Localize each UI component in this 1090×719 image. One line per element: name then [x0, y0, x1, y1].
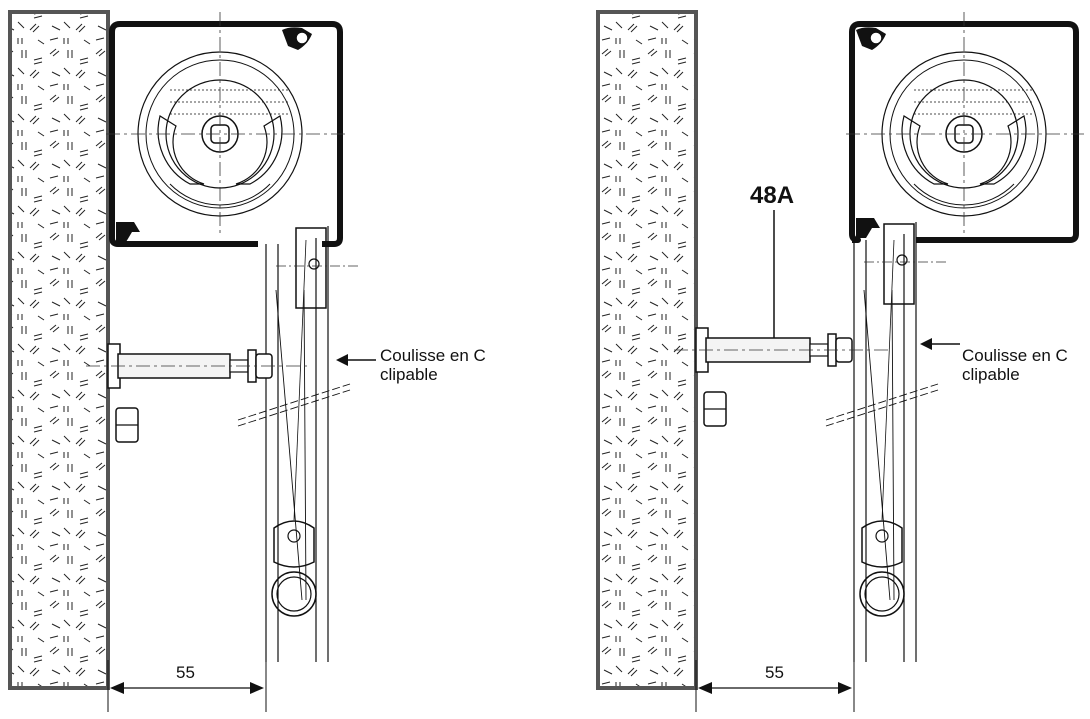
drum-slot-right [235, 115, 283, 185]
callout-label-left: Coulisse en C clipable [380, 346, 486, 384]
rail-break-line [825, 383, 939, 427]
panel-left [8, 10, 376, 712]
cord [293, 239, 307, 521]
bottom-bar-hole [287, 529, 301, 543]
callout-line2: clipable [962, 365, 1020, 384]
rail-break-line [237, 383, 351, 427]
callout-line2: clipable [380, 365, 438, 384]
callout-arrow-head [336, 354, 348, 366]
housing-corner [856, 218, 880, 238]
bottom-bar-hole [875, 529, 889, 543]
guide-rail-inner [275, 289, 307, 601]
housing-clip-hole [869, 31, 883, 45]
callout-label-right: Coulisse en C clipable [962, 346, 1068, 384]
dimension-arrow-right [838, 682, 852, 694]
rail-bracket-pin [896, 254, 908, 266]
callout-line1: Coulisse en C [962, 346, 1068, 365]
callout-arrow-head [920, 338, 932, 350]
dimension-arrow-left [110, 682, 124, 694]
cord [881, 239, 895, 521]
dimension-label-left: 55 [176, 663, 195, 682]
guide-rail [265, 226, 329, 662]
guide-rail [853, 222, 917, 662]
drum-slot-left [157, 115, 205, 185]
rail-bracket [295, 227, 327, 309]
drum-slot-left [901, 115, 949, 185]
bottom-bar [273, 520, 315, 568]
end-tube-inner [864, 576, 900, 612]
dimension-arrow-right [250, 682, 264, 694]
housing-clip-hole [295, 31, 309, 45]
end-tube [859, 571, 905, 617]
roller-box-housing [849, 21, 1079, 243]
panel-right [596, 10, 1084, 712]
bottom-bar [861, 520, 903, 568]
roller-box-housing [109, 21, 343, 247]
dimension-arrow-left [698, 682, 712, 694]
wall-masonry [8, 10, 110, 690]
dimension-label-right: 55 [765, 663, 784, 682]
drum-slot-right [979, 115, 1027, 185]
rail-bracket [883, 223, 915, 305]
end-tube-inner [276, 576, 312, 612]
housing-corner [116, 222, 140, 242]
guide-rail-inner [863, 289, 895, 601]
rail-bracket-pin [308, 258, 320, 270]
callout-line1: Coulisse en C [380, 346, 486, 365]
reference-label: 48A [750, 182, 795, 209]
end-tube [271, 571, 317, 617]
